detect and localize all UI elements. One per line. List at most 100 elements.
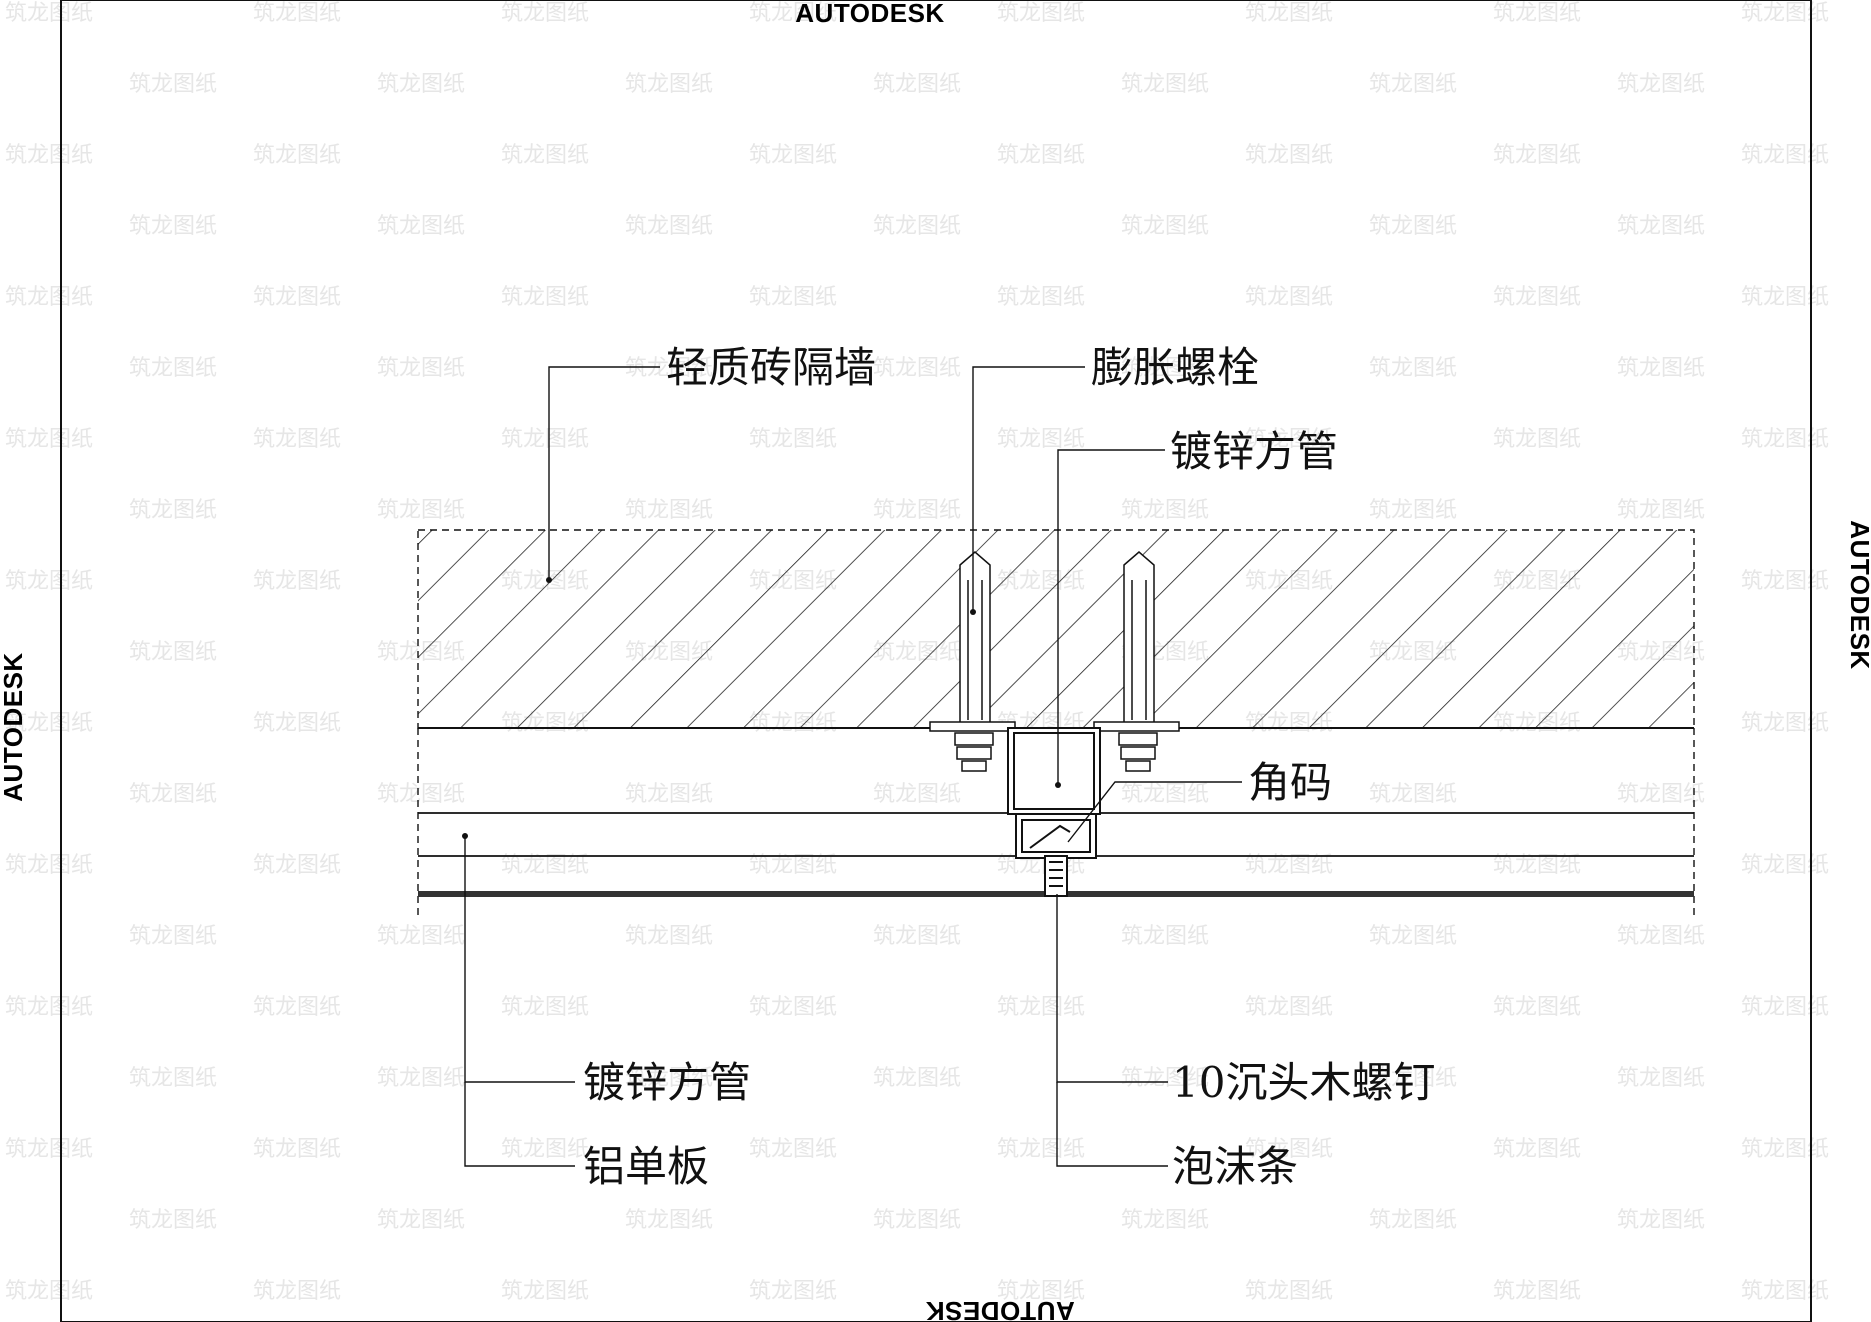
watermark-text: 筑龙图纸 [749,853,837,878]
callout-galvanized-tube-top: 镀锌方管 [1055,427,1338,788]
watermark-text: 筑龙图纸 [1369,782,1457,807]
watermark-text: 筑龙图纸 [1121,498,1209,523]
watermark-text: 筑龙图纸 [501,1279,589,1304]
watermark-text: 筑龙图纸 [1617,356,1705,381]
watermark-text: 筑龙图纸 [501,285,589,310]
watermark-text: 筑龙图纸 [749,1137,837,1162]
watermark-text: 筑龙图纸 [1245,995,1333,1020]
watermark-text: 筑龙图纸 [377,356,465,381]
watermark-text: 筑龙图纸 [377,924,465,949]
watermark-text: 筑龙图纸 [1369,214,1457,239]
label-countersunk-screw: 10沉头木螺钉 [1172,1058,1435,1107]
watermark-text: 筑龙图纸 [253,1,341,26]
watermark-text: 筑龙图纸 [1617,924,1705,949]
callout-partition-wall: 轻质砖隔墙 [546,343,876,583]
watermark-text: 筑龙图纸 [1741,143,1829,168]
watermark-text: 筑龙图纸 [5,711,93,736]
watermark-text: 筑龙图纸 [749,1279,837,1304]
watermark-text: 筑龙图纸 [997,1,1085,26]
watermark-text: 筑龙图纸 [1121,924,1209,949]
brand-left: AUTODESK [0,652,28,801]
watermark-text: 筑龙图纸 [1493,853,1581,878]
watermark-text: 筑龙图纸 [1245,1,1333,26]
watermark-text: 筑龙图纸 [1121,1208,1209,1233]
watermark-text: 筑龙图纸 [5,1279,93,1304]
watermark-text: 筑龙图纸 [377,1066,465,1091]
watermark-layer: 筑龙图纸筑龙图纸筑龙图纸筑龙图纸筑龙图纸筑龙图纸筑龙图纸筑龙图纸筑龙图纸筑龙图纸… [5,1,1829,1304]
brand-right: AUTODESK [1845,520,1871,669]
watermark-text: 筑龙图纸 [129,640,217,665]
watermark-text: 筑龙图纸 [377,1208,465,1233]
watermark-text: 筑龙图纸 [253,853,341,878]
watermark-text: 筑龙图纸 [1741,427,1829,452]
watermark-text: 筑龙图纸 [1121,72,1209,97]
watermark-text: 筑龙图纸 [1741,1279,1829,1304]
watermark-text: 筑龙图纸 [5,569,93,594]
watermark-text: 筑龙图纸 [1245,1279,1333,1304]
watermark-text: 筑龙图纸 [873,782,961,807]
watermark-text: 筑龙图纸 [5,995,93,1020]
watermark-text: 筑龙图纸 [1369,924,1457,949]
watermark-text: 筑龙图纸 [997,285,1085,310]
label-angle-code: 角码 [1248,758,1332,807]
watermark-text: 筑龙图纸 [1369,498,1457,523]
callout-angle-code: 角码 [1067,758,1332,843]
watermark-text: 筑龙图纸 [129,356,217,381]
watermark-text: 筑龙图纸 [1121,356,1209,381]
watermark-text: 筑龙图纸 [873,924,961,949]
watermark-text: 筑龙图纸 [749,285,837,310]
watermark-text: 筑龙图纸 [1741,711,1829,736]
watermark-text: 筑龙图纸 [501,143,589,168]
watermark-text: 筑龙图纸 [5,427,93,452]
watermark-text: 筑龙图纸 [129,1066,217,1091]
watermark-text: 筑龙图纸 [873,1208,961,1233]
watermark-text: 筑龙图纸 [129,72,217,97]
watermark-text: 筑龙图纸 [1493,285,1581,310]
watermark-text: 筑龙图纸 [1245,1137,1333,1162]
label-foam-strip: 泡沫条 [1172,1142,1298,1191]
watermark-text: 筑龙图纸 [377,498,465,523]
watermark-text: 筑龙图纸 [129,498,217,523]
brand-bottom: AUTODESK [925,1296,1074,1322]
watermark-text: 筑龙图纸 [1741,569,1829,594]
watermark-text: 筑龙图纸 [997,427,1085,452]
watermark-text: 筑龙图纸 [625,1208,713,1233]
watermark-text: 筑龙图纸 [1121,782,1209,807]
watermark-text: 筑龙图纸 [253,569,341,594]
watermark-text: 筑龙图纸 [253,285,341,310]
watermark-text: 筑龙图纸 [1741,1,1829,26]
watermark-text: 筑龙图纸 [1493,995,1581,1020]
watermark-text: 筑龙图纸 [253,995,341,1020]
watermark-text: 筑龙图纸 [873,72,961,97]
watermark-text: 筑龙图纸 [1369,356,1457,381]
expansion-bolt-left [929,551,1016,772]
watermark-text: 筑龙图纸 [501,1,589,26]
galvanized-tube-assembly [1007,727,1101,897]
watermark-text: 筑龙图纸 [129,1208,217,1233]
watermark-text: 筑龙图纸 [873,498,961,523]
watermark-text: 筑龙图纸 [749,1,837,26]
watermark-text: 筑龙图纸 [253,711,341,736]
label-galvanized-tube-top: 镀锌方管 [1170,427,1338,476]
watermark-text: 筑龙图纸 [625,1066,713,1091]
label-aluminum-panel: 铝单板 [583,1142,709,1191]
callout-aluminum-panel: 铝单板 [464,1082,709,1191]
watermark-text: 筑龙图纸 [501,1137,589,1162]
watermark-text: 筑龙图纸 [129,214,217,239]
watermark-text: 筑龙图纸 [1121,214,1209,239]
label-partition-wall: 轻质砖隔墙 [666,343,876,392]
watermark-text: 筑龙图纸 [625,782,713,807]
brand-top: AUTODESK [795,0,944,28]
watermark-text: 筑龙图纸 [1245,853,1333,878]
partition-wall [417,529,1695,729]
watermark-text: 筑龙图纸 [749,427,837,452]
watermark-text: 筑龙图纸 [5,853,93,878]
watermark-text: 筑龙图纸 [1617,1208,1705,1233]
watermark-text: 筑龙图纸 [1245,143,1333,168]
watermark-text: 筑龙图纸 [1741,1137,1829,1162]
watermark-text: 筑龙图纸 [253,427,341,452]
watermark-text: 筑龙图纸 [377,72,465,97]
watermark-text: 筑龙图纸 [129,782,217,807]
watermark-text: 筑龙图纸 [1741,995,1829,1020]
